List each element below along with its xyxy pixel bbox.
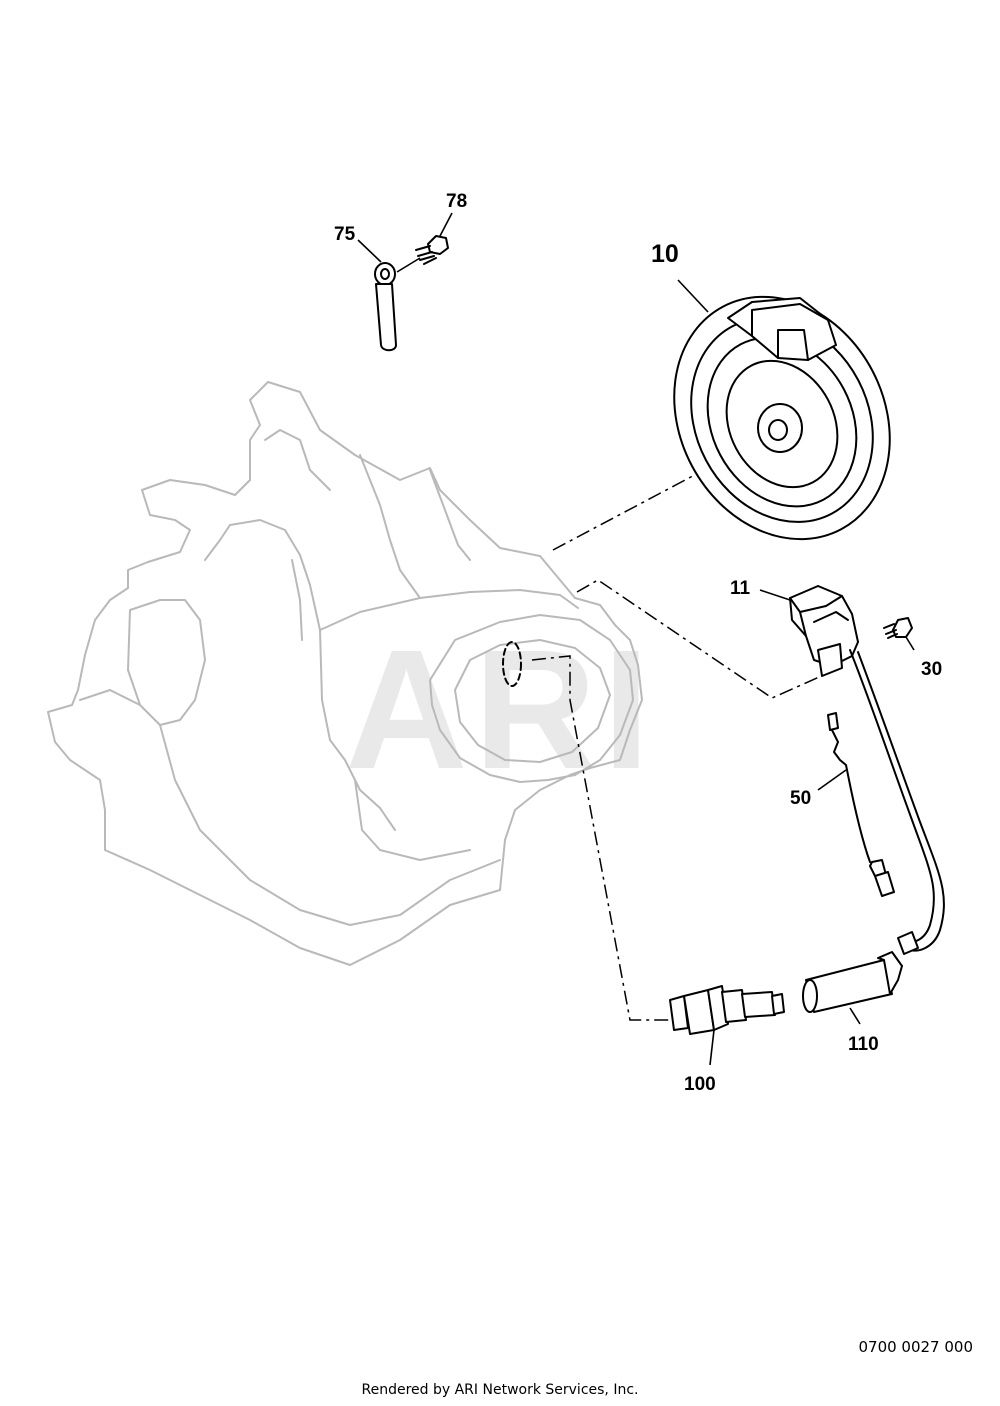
drawing-number: 0700 0027 000	[858, 1338, 973, 1356]
module-alignment-line	[576, 579, 836, 699]
callout-10: 10	[651, 240, 679, 268]
footer-credit: Rendered by ARI Network Services, Inc.	[361, 1382, 639, 1398]
callout-100: 100	[684, 1074, 716, 1095]
alignment-lines	[531, 433, 836, 1021]
spark-plug[interactable]	[669, 985, 785, 1035]
callouts: 10 11 30 50 75 78 100 110	[334, 191, 942, 1095]
spark-plug-boot[interactable]	[802, 951, 903, 1013]
engine-outline	[47, 381, 643, 966]
screw-30[interactable]	[883, 617, 913, 639]
callout-50: 50	[790, 788, 811, 809]
bracket-75[interactable]	[374, 262, 397, 352]
ignition-module[interactable]	[789, 585, 945, 955]
callout-11: 11	[730, 578, 751, 599]
callout-110: 110	[848, 1034, 879, 1055]
flywheel[interactable]	[633, 259, 931, 577]
ground-wire[interactable]	[827, 712, 895, 897]
spark-plug-alignment-line	[531, 655, 672, 1021]
spark-plug-hole-marker	[502, 641, 522, 687]
callout-75: 75	[334, 224, 356, 245]
callout-78: 78	[446, 191, 467, 212]
leader-lines	[357, 212, 915, 1066]
bolt-78[interactable]	[415, 235, 449, 265]
callout-30: 30	[921, 659, 942, 680]
